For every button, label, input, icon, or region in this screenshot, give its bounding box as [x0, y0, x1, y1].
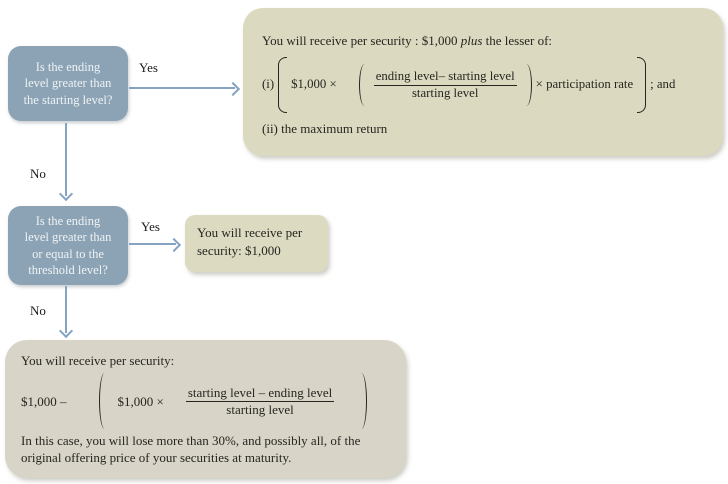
fraction: ending level– starting level starting le… [373, 69, 517, 102]
outcome-box-upside: You will receive per security : $1,000 p… [243, 8, 723, 156]
no-arrow-line-1 [65, 123, 67, 196]
fraction-denominator: starting level [226, 402, 294, 418]
yes-arrow-line-2 [129, 243, 176, 245]
outcome-box-loss: You will receive per security: $1,000 – … [5, 340, 406, 478]
outcome-top-formula: (i) $1,000 × ending level– starting leve… [262, 57, 709, 113]
outcome-bottom-formula: $1,000 – $1,000 × starting level – endin… [21, 373, 390, 430]
intro-text: You will receive per security : $1,000 [262, 33, 461, 48]
arrowhead-right-icon [225, 81, 241, 97]
formula-amount: $1,000 × [291, 77, 337, 92]
intro-text-after: the lesser of: [482, 33, 553, 48]
bracket-left-icon [278, 57, 288, 113]
formula-participation-rate: × participation rate [535, 77, 634, 92]
outcome-top-intro: You will receive per security : $1,000 p… [262, 32, 709, 50]
fraction-numerator: starting level – ending level [185, 385, 335, 403]
paren-right-icon [356, 373, 368, 430]
decision-line: Is the ending [35, 59, 101, 74]
formula-item-number: (i) [262, 77, 275, 92]
formula-and: ; and [650, 77, 676, 92]
yes-label-1: Yes [139, 60, 158, 75]
decision-line: the starting level? [23, 92, 113, 107]
outcome-bottom-note: In this case, you will lose more than 30… [21, 433, 390, 467]
no-label-1: No [30, 166, 46, 181]
decision-line: level greater than [24, 230, 112, 244]
paren-right-icon [521, 64, 532, 106]
fraction-numerator: ending level– starting level [373, 69, 517, 86]
outcome-bottom-intro: You will receive per security: [21, 353, 175, 368]
note-line: In this case, you will lose more than 30… [21, 433, 361, 449]
bracket-right-icon [637, 57, 647, 113]
arrowhead-down-icon [58, 323, 74, 339]
note-line: original offering price of your securiti… [21, 450, 292, 466]
decision-line: threshold level? [28, 263, 108, 277]
decision-box-ending-vs-starting: Is the ending level greater than the sta… [8, 46, 128, 121]
outcome-top-item2: (ii) the maximum return [262, 121, 388, 137]
formula-prefix: $1,000 – [21, 393, 67, 409]
arrowhead-right-icon [166, 237, 182, 253]
decision-box-ending-vs-threshold: Is the ending level greater than or equa… [8, 206, 128, 285]
outcome-mid-text: You will receive per security: $1,000 [197, 225, 303, 258]
fraction-denominator: starting level [411, 86, 479, 100]
intro-italic-plus: plus [460, 33, 483, 48]
decision-line: Is the ending [35, 213, 101, 228]
yes-label-2: Yes [141, 219, 160, 234]
fraction: starting level – ending level starting l… [185, 385, 335, 418]
paren-left-icon [98, 373, 110, 430]
no-label-2: No [30, 303, 46, 318]
no-arrow-line-2 [65, 286, 67, 333]
formula-amount: $1,000 × [117, 393, 164, 409]
paren-left-icon [358, 64, 370, 106]
yes-arrow-line-1 [129, 87, 235, 89]
arrowhead-down-icon [58, 186, 74, 202]
decision-line: level greater than [24, 76, 112, 91]
outcome-box-par: You will receive per security: $1,000 [185, 215, 328, 272]
decision-line: or equal to the [32, 246, 104, 261]
